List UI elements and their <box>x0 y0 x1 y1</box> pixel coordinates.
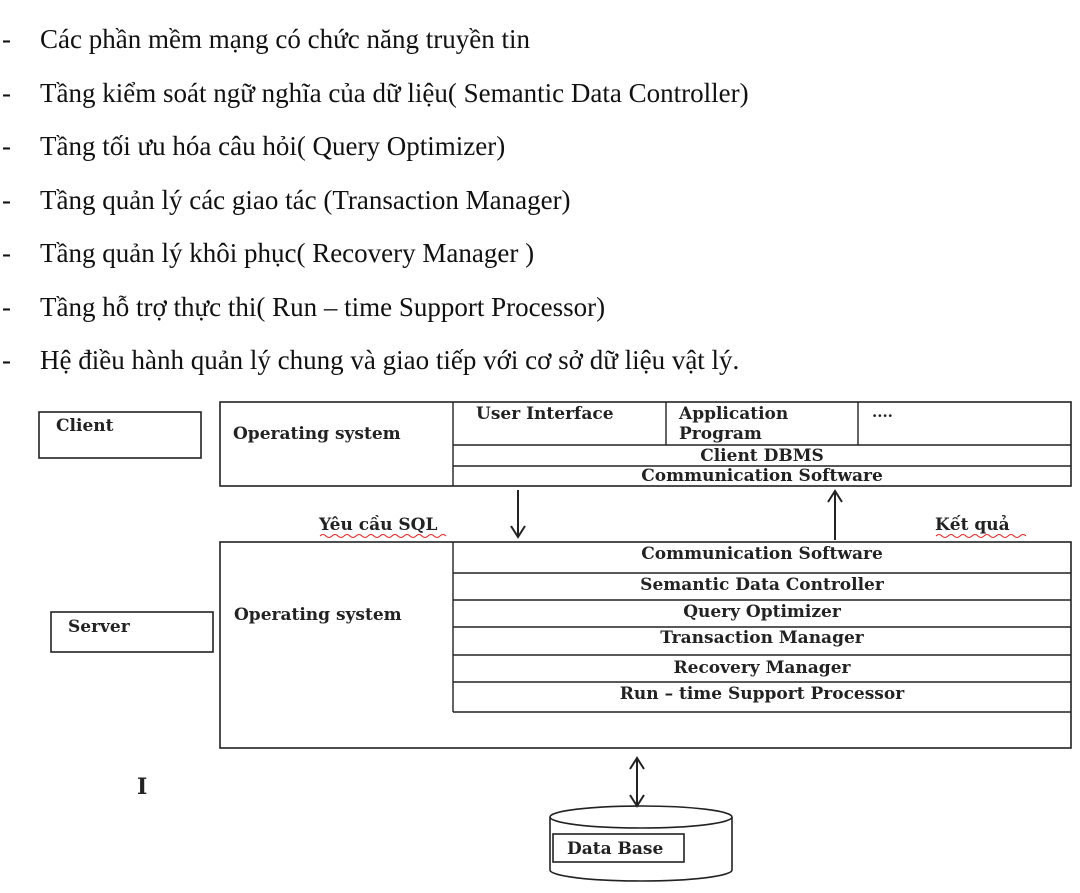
spellcheck-underline <box>319 534 447 538</box>
server-os-label: Operating system <box>234 605 402 625</box>
bullet-text: Tầng hỗ trợ thực thi( Run – time Support… <box>40 291 606 322</box>
client-stack-box <box>219 401 1072 487</box>
server-layer-transaction: Transaction Manager <box>660 628 865 648</box>
client-box <box>38 411 202 459</box>
bullet-item: -Tầng quản lý khôi phục( Recovery Manage… <box>0 228 1080 282</box>
stray-text-cursor-mark: I <box>137 774 147 800</box>
client-communication-layer: Communication Software <box>641 466 883 486</box>
layer-bullet-list: -Các phần mềm mạng có chức năng truyền t… <box>0 14 1080 389</box>
user-interface-cell: User Interface <box>476 404 614 424</box>
bullet-dash: - <box>2 24 11 54</box>
client-label: Client <box>56 416 114 436</box>
server-layer-semantic: Semantic Data Controller <box>640 575 885 595</box>
bullet-dash: - <box>2 77 11 108</box>
spellcheck-underline <box>935 534 1027 538</box>
bullet-text: Tầng tối ưu hóa câu hỏi( Query Optimizer… <box>40 131 506 161</box>
database-label-box <box>552 833 685 863</box>
request-arrowhead <box>510 525 526 539</box>
server-stack-box <box>219 541 1072 749</box>
client-os-label: Operating system <box>233 424 401 444</box>
bullet-dash: - <box>2 184 11 215</box>
bullet-text: Tầng quản lý các giao tác (Transaction M… <box>40 184 571 215</box>
bullet-item: -Hệ điều hành quản lý chung và giao tiếp… <box>0 335 1080 389</box>
server-box <box>50 611 214 653</box>
bullet-dash: - <box>2 291 11 322</box>
bullet-dash: - <box>2 345 11 375</box>
database-arrowhead-up <box>629 756 645 770</box>
bullet-item: -Tầng tối ưu hóa câu hỏi( Query Optimize… <box>0 121 1080 175</box>
bullet-text: Tầng kiểm soát ngữ nghĩa của dữ liệu( Se… <box>40 77 749 108</box>
application-program-cell: Application <box>678 404 788 424</box>
bullet-item: -Tầng quản lý các giao tác (Transaction … <box>0 175 1080 229</box>
server-layer-recovery: Recovery Manager <box>674 658 852 678</box>
server-layer-runtime: Run – time Support Processor <box>620 684 905 704</box>
sql-request-label: Yêu cầu SQL <box>318 515 437 535</box>
client-dbms-layer: Client DBMS <box>700 446 824 466</box>
bullet-text: Tầng quản lý khôi phục( Recovery Manager… <box>40 238 535 268</box>
bullet-item: -Tầng hỗ trợ thực thi( Run – time Suppor… <box>0 282 1080 336</box>
server-layer-communication: Communication Software <box>641 544 883 564</box>
database-label: Data Base <box>567 839 663 859</box>
bullet-dash: - <box>2 131 11 161</box>
server-layer-query-optimizer: Query Optimizer <box>683 602 842 622</box>
application-program-cell: Program <box>679 424 762 444</box>
bullet-text: Hệ điều hành quản lý chung và giao tiếp … <box>40 345 740 375</box>
bullet-item: -Các phần mềm mạng có chức năng truyền t… <box>0 14 1080 68</box>
bullet-text: Các phần mềm mạng có chức năng truyền ti… <box>40 24 530 54</box>
bullet-item: -Tầng kiểm soát ngữ nghĩa của dữ liệu( S… <box>0 68 1080 122</box>
result-label: Kết quả <box>935 515 1010 535</box>
ellipsis-cell: .... <box>872 403 893 421</box>
database-cylinder-icon <box>549 805 733 882</box>
bullet-dash: - <box>2 238 11 268</box>
server-label: Server <box>68 617 131 637</box>
result-arrowhead <box>827 489 843 503</box>
